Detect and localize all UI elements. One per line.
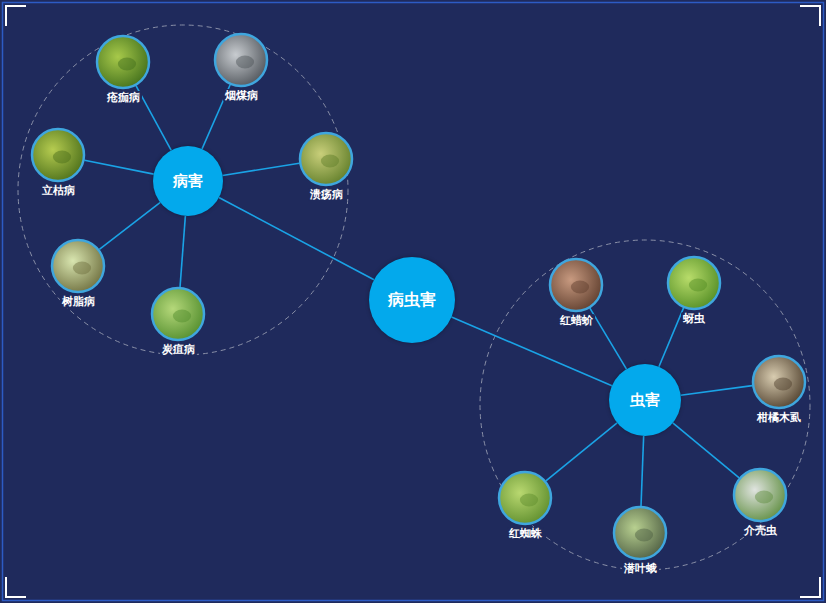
photo-circle — [614, 507, 666, 559]
photo-circle — [753, 356, 805, 408]
photo-thumbnail — [612, 505, 668, 561]
pest-label: 蚜虫 — [681, 312, 707, 325]
photo-circle — [32, 129, 84, 181]
connector-line — [84, 160, 153, 174]
photo-detail — [321, 155, 339, 168]
pest-photo-node: 树脂病 — [50, 238, 106, 308]
connector-line — [452, 317, 612, 386]
photo-circle — [550, 259, 602, 311]
photo-circle — [668, 257, 720, 309]
pest-photo-node: 潜叶蛾 — [612, 505, 668, 575]
pest-label: 树脂病 — [60, 295, 97, 308]
pest-photo-node: 蚜虫 — [666, 255, 722, 325]
connector-line — [590, 308, 627, 369]
pest-photo-node: 介壳虫 — [732, 467, 788, 537]
pest-photo-node: 炭疽病 — [150, 286, 206, 356]
dashed-group-ring — [18, 25, 348, 355]
pest-photo-node: 疮痂病 — [95, 34, 151, 104]
photo-detail — [118, 58, 136, 71]
photo-thumbnail — [732, 467, 788, 523]
photo-detail — [73, 262, 91, 275]
photo-detail — [689, 279, 707, 292]
pest-photo-node: 红蜘蛛 — [497, 470, 553, 540]
connector-line — [219, 197, 374, 279]
photo-detail — [635, 529, 653, 542]
hub-label: 病害 — [173, 172, 203, 191]
pest-photo-node: 烟煤病 — [213, 32, 269, 102]
frame-border — [3, 3, 824, 601]
pest-label: 介壳虫 — [742, 524, 779, 537]
pest-label: 溃疡病 — [308, 188, 345, 201]
pest-photo-node: 红蜡蚧 — [548, 257, 604, 327]
photo-thumbnail — [298, 131, 354, 187]
hub-label: 病虫害 — [388, 290, 436, 311]
photo-detail — [774, 378, 792, 391]
pest-label: 烟煤病 — [223, 89, 260, 102]
pest-label: 疮痂病 — [105, 91, 142, 104]
pest-label: 潜叶蛾 — [622, 562, 659, 575]
connector-line — [99, 202, 160, 249]
photo-thumbnail — [548, 257, 604, 313]
pest-label: 红蜘蛛 — [507, 527, 544, 540]
pest-label: 立枯病 — [40, 184, 77, 197]
connector-line — [180, 216, 185, 287]
photo-thumbnail — [150, 286, 206, 342]
photo-detail — [53, 151, 71, 164]
photo-thumbnail — [95, 34, 151, 90]
connector-line — [223, 163, 300, 175]
photo-thumbnail — [30, 127, 86, 183]
connector-line — [641, 436, 644, 506]
photo-circle — [152, 288, 204, 340]
pest-label: 柑橘木虱 — [755, 411, 803, 424]
photo-detail — [571, 281, 589, 294]
photo-thumbnail — [497, 470, 553, 526]
hub-circle: 虫害 — [609, 364, 681, 436]
photo-circle — [734, 469, 786, 521]
photo-circle — [97, 36, 149, 88]
photo-thumbnail — [50, 238, 106, 294]
pest-photo-node: 柑橘木虱 — [751, 354, 807, 424]
connector-line — [673, 423, 739, 478]
connector-line — [546, 423, 617, 481]
photo-thumbnail — [213, 32, 269, 88]
photo-detail — [173, 310, 191, 323]
photo-detail — [236, 56, 254, 69]
photo-circle — [300, 133, 352, 185]
hub-circle: 病害 — [153, 146, 223, 216]
connector-line — [659, 308, 684, 367]
photo-circle — [499, 472, 551, 524]
pest-label: 红蜡蚧 — [558, 314, 595, 327]
photo-detail — [520, 494, 538, 507]
hub-label: 虫害 — [630, 391, 660, 410]
photo-circle — [215, 34, 267, 86]
pest-label: 炭疽病 — [160, 343, 197, 356]
photo-circle — [52, 240, 104, 292]
photo-thumbnail — [666, 255, 722, 311]
pest-photo-node: 立枯病 — [30, 127, 86, 197]
pest-photo-node: 溃疡病 — [298, 131, 354, 201]
photo-thumbnail — [751, 354, 807, 410]
corner-brackets — [6, 6, 820, 597]
hub-circle: 病虫害 — [369, 257, 455, 343]
photo-detail — [755, 491, 773, 504]
connector-line — [681, 386, 753, 396]
dashed-group-ring — [480, 240, 810, 570]
